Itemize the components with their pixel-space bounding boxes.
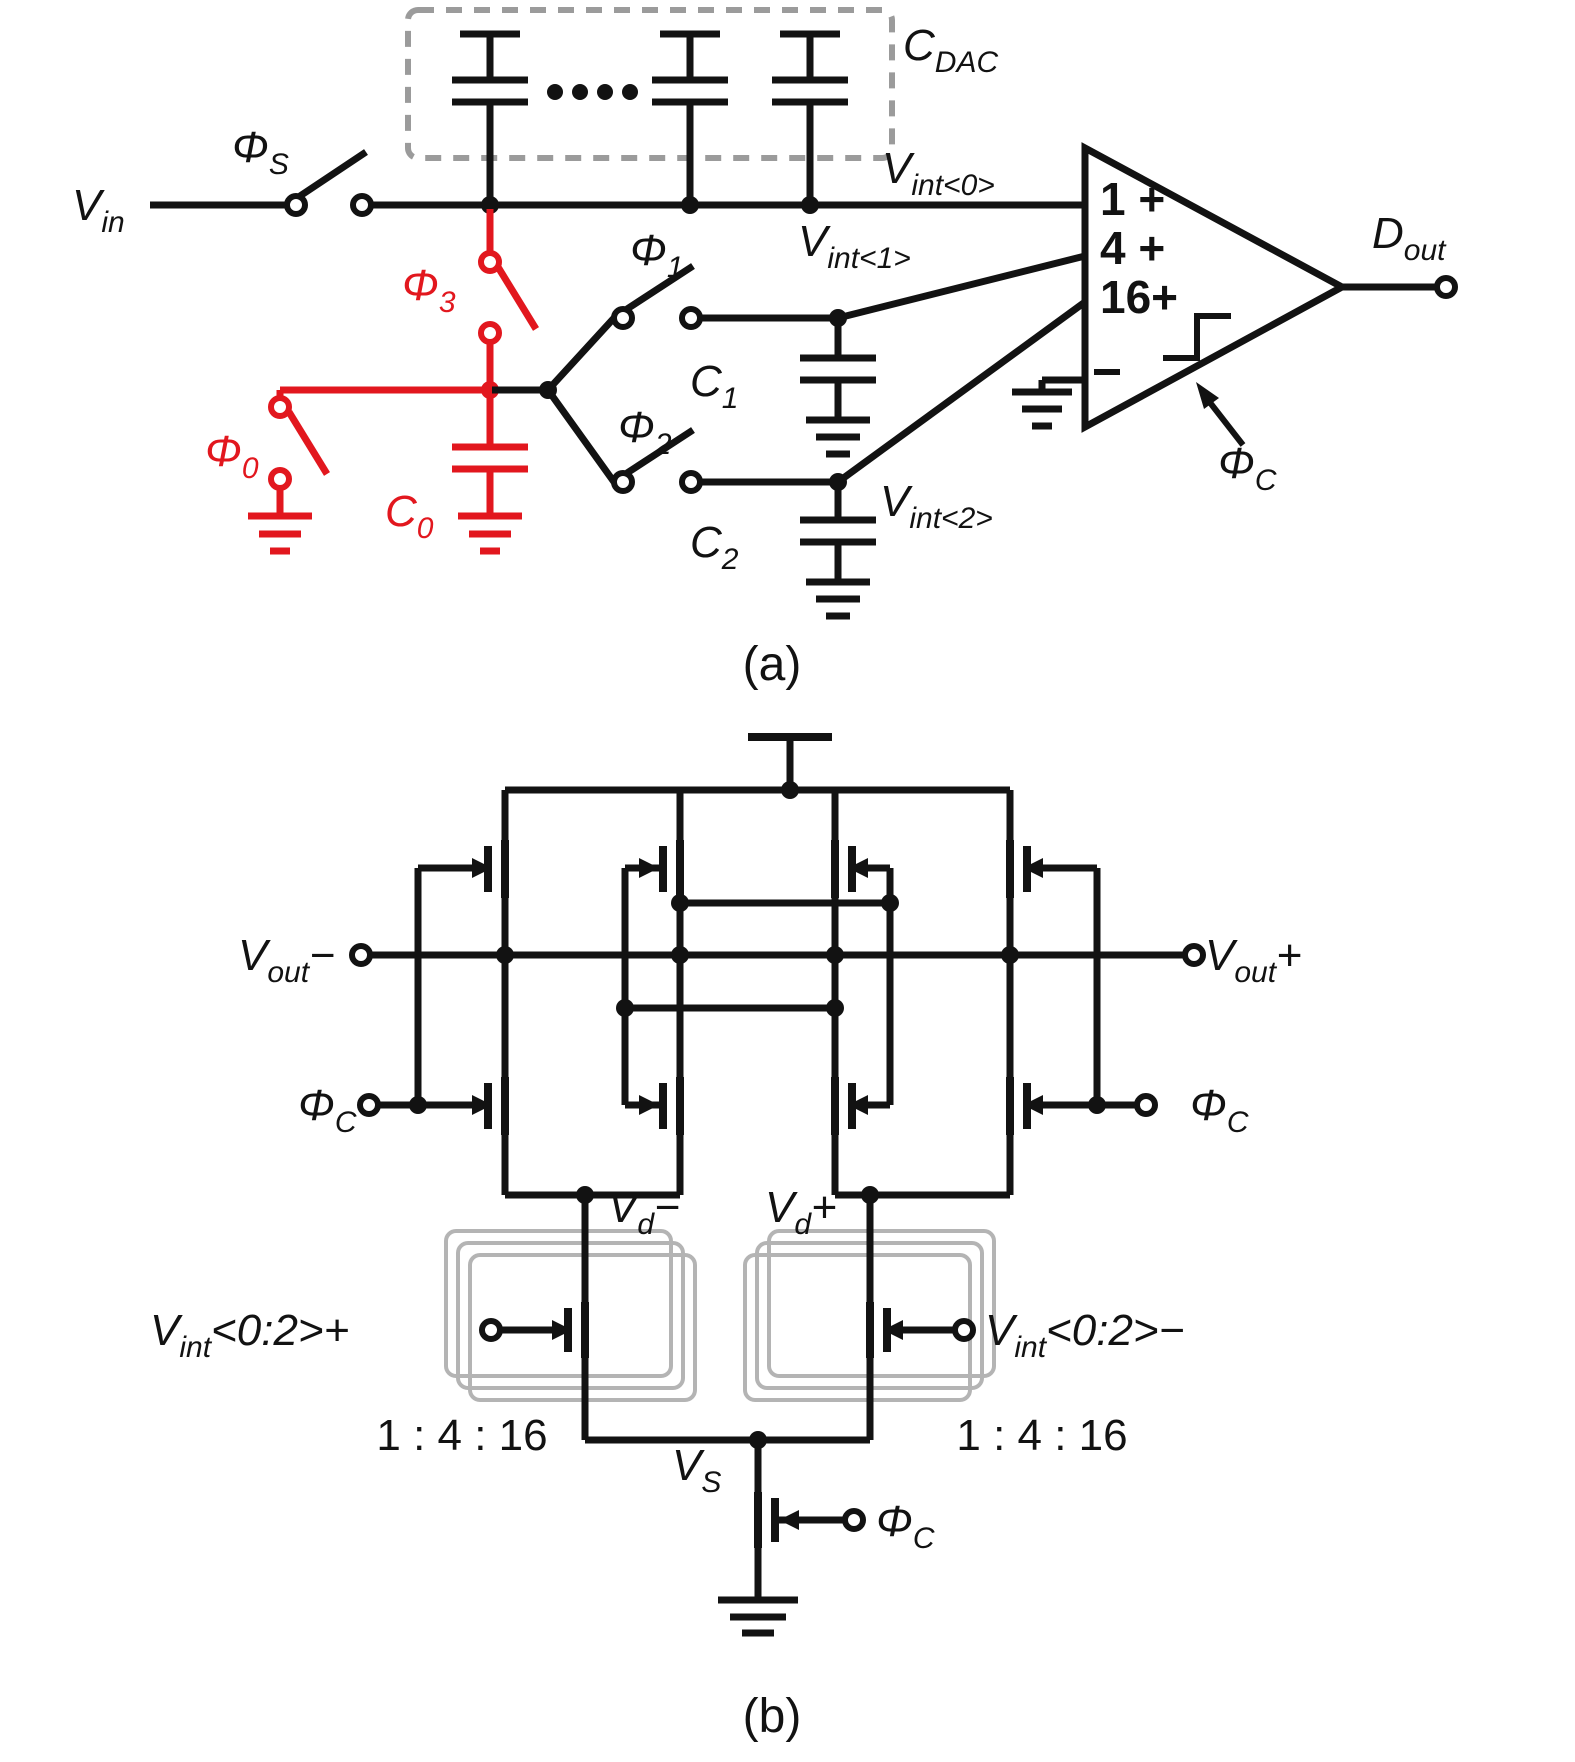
c2-capacitor (800, 482, 876, 620)
cross-coupling (357, 868, 1158, 1117)
ellipsis-dot (622, 84, 638, 100)
phi-c-right-label: ΦC (1190, 1081, 1249, 1139)
ellipsis-dot (572, 84, 588, 100)
clock-row (472, 955, 1043, 1199)
vint-minus-label: Vint<0:2>− (985, 1306, 1184, 1364)
phi2-switch (611, 427, 703, 494)
wires-a (492, 252, 1088, 491)
vint-plus-label: Vint<0:2>+ (150, 1306, 349, 1364)
input-pair (444, 1195, 996, 1440)
output-terminal (1434, 275, 1458, 299)
vout-minus-label: Vout− (238, 931, 335, 989)
cdac-label: CDAC (903, 21, 998, 79)
c1-label: C1 (690, 357, 738, 415)
phi-s-label: ΦS (232, 123, 289, 181)
latch-symbol (1163, 313, 1231, 361)
phi1-switch (611, 263, 703, 330)
c2-label: C2 (690, 518, 739, 576)
vin-label: Vin (72, 181, 125, 239)
cdac-capacitors (452, 30, 848, 214)
pmos-row (418, 840, 1097, 955)
caption-b: (b) (743, 1690, 802, 1743)
vd-minus-label: Vd− (608, 1183, 680, 1241)
phi-c-left-label: ΦC (298, 1081, 357, 1139)
comp-weight-4-label: 4 + (1100, 222, 1165, 274)
caption-a: (a) (743, 638, 802, 691)
vint-plus-terminal (479, 1318, 503, 1342)
phi-c-tail-label: ΦC (876, 1497, 935, 1555)
subfigure-b: Vout− Vout+ ΦC ΦC Vd− Vd+ Vint<0:2>+ Vin… (150, 733, 1302, 1743)
phi3-label: Φ3 (402, 261, 456, 319)
clock-arrow (1196, 382, 1246, 447)
comparator (1012, 142, 1458, 433)
output-line (349, 943, 1206, 967)
vout-plus-terminal (1182, 943, 1206, 967)
phi-c-label-a: ΦC (1218, 439, 1277, 497)
tail-branch (585, 1436, 870, 1637)
phi-c-right-terminal (1134, 1093, 1158, 1117)
dout-label: Dout (1372, 209, 1447, 267)
vout-plus-label: Vout+ (1205, 931, 1302, 989)
phi2-label: Φ2 (618, 403, 672, 461)
vint2-label: Vint<2> (880, 477, 993, 535)
ellipsis-dot (547, 84, 563, 100)
ratio-left-label: 1 : 4 : 16 (376, 1411, 547, 1460)
vout-minus-terminal (349, 943, 373, 967)
red-offset-network (248, 209, 539, 555)
phi1-label: Φ1 (630, 226, 684, 284)
tail-ground (718, 1548, 798, 1637)
subfigure-a: Vin ΦS CDAC Vint<0> Vint<1> Vint<2> Φ3 Φ… (72, 7, 1458, 691)
vs-label: VS (672, 1441, 721, 1499)
comp-weight-16-label: 16+ (1100, 271, 1178, 323)
phi-c-tail-terminal (842, 1508, 866, 1532)
vint1-label: Vint<1> (798, 217, 911, 275)
c1-capacitor (800, 318, 876, 458)
vd-plus-label: Vd+ (765, 1183, 837, 1241)
cdac-box (405, 7, 895, 161)
comparator-minus-ground (1012, 376, 1085, 430)
sample-switch (284, 149, 374, 217)
vint0-label: Vint<0> (882, 144, 995, 202)
comp-weight-1-label: 1 + (1100, 173, 1165, 225)
junction-dots (409, 894, 1106, 1449)
supply-rail (501, 733, 1014, 840)
ratio-right-label: 1 : 4 : 16 (956, 1411, 1127, 1460)
c0-label: C0 (385, 487, 434, 545)
comparator-body (1081, 142, 1350, 433)
ellipsis-dot (597, 84, 613, 100)
vint-minus-terminal (952, 1318, 976, 1342)
phi-c-left-terminal (357, 1093, 381, 1117)
phi0-label: Φ0 (205, 427, 259, 485)
